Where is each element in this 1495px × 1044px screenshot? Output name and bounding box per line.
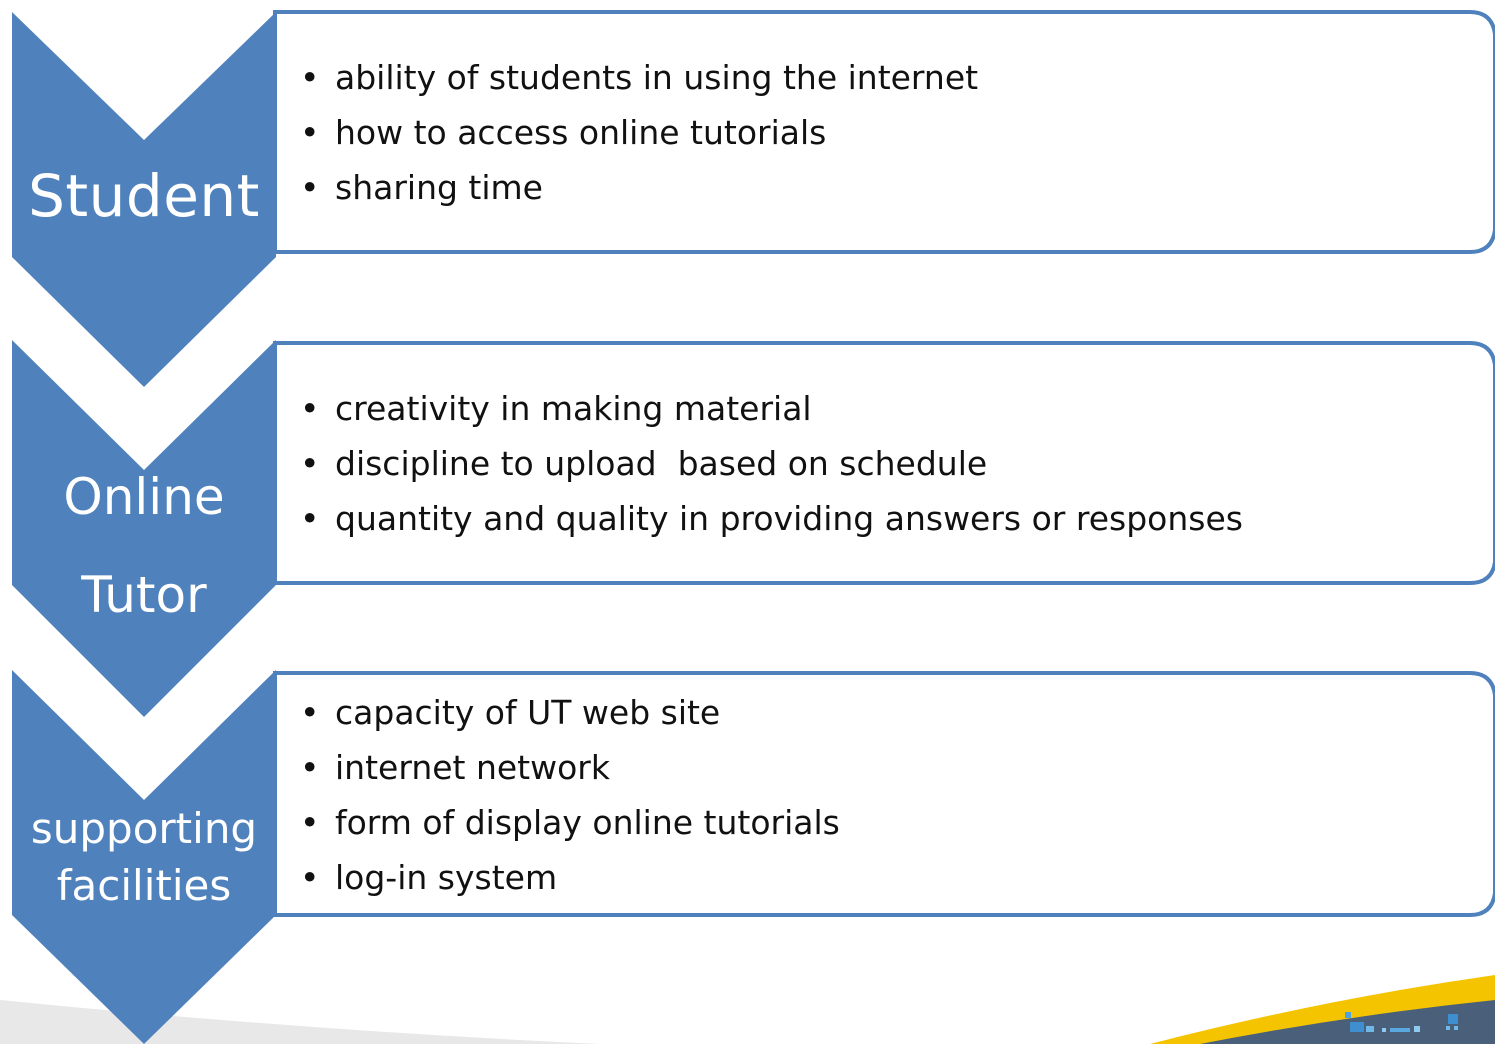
list-item: discipline to upload based on schedule <box>300 436 1243 491</box>
list-item: quantity and quality in providing answer… <box>300 491 1243 546</box>
list-item: form of display online tutorials <box>300 795 840 850</box>
ut-building-logo <box>1345 1012 1458 1032</box>
list-item: creativity in making material <box>300 381 1243 436</box>
bullet-list-supporting-facilities: capacity of UT web site internet network… <box>300 685 840 905</box>
label-line: Tutor <box>81 566 207 624</box>
chevron-student <box>12 12 276 387</box>
bullet-list-student: ability of students in using the interne… <box>300 50 978 215</box>
list-item: how to access online tutorials <box>300 105 978 160</box>
label-line: supporting <box>30 804 258 853</box>
label-line: Online <box>63 468 225 526</box>
list-item: sharing time <box>300 160 978 215</box>
chevron-supporting-facilities <box>12 670 276 1044</box>
chevron-online-tutor <box>12 340 276 717</box>
label-line: Student <box>28 162 260 230</box>
chevron-label-student: Student <box>12 160 276 232</box>
chevron-label-supporting-facilities: supporting facilities <box>12 800 276 914</box>
bullet-list-online-tutor: creativity in making material discipline… <box>300 381 1243 546</box>
bottom-right-blue-swoosh <box>1200 1000 1495 1044</box>
list-item: log-in system <box>300 850 840 905</box>
list-item: ability of students in using the interne… <box>300 50 978 105</box>
bottom-left-swoosh <box>0 1000 600 1044</box>
chevron-label-online-tutor: Online Tutor <box>12 448 276 644</box>
list-item: capacity of UT web site <box>300 685 840 740</box>
list-item: internet network <box>300 740 840 795</box>
label-line: facilities <box>56 861 232 910</box>
